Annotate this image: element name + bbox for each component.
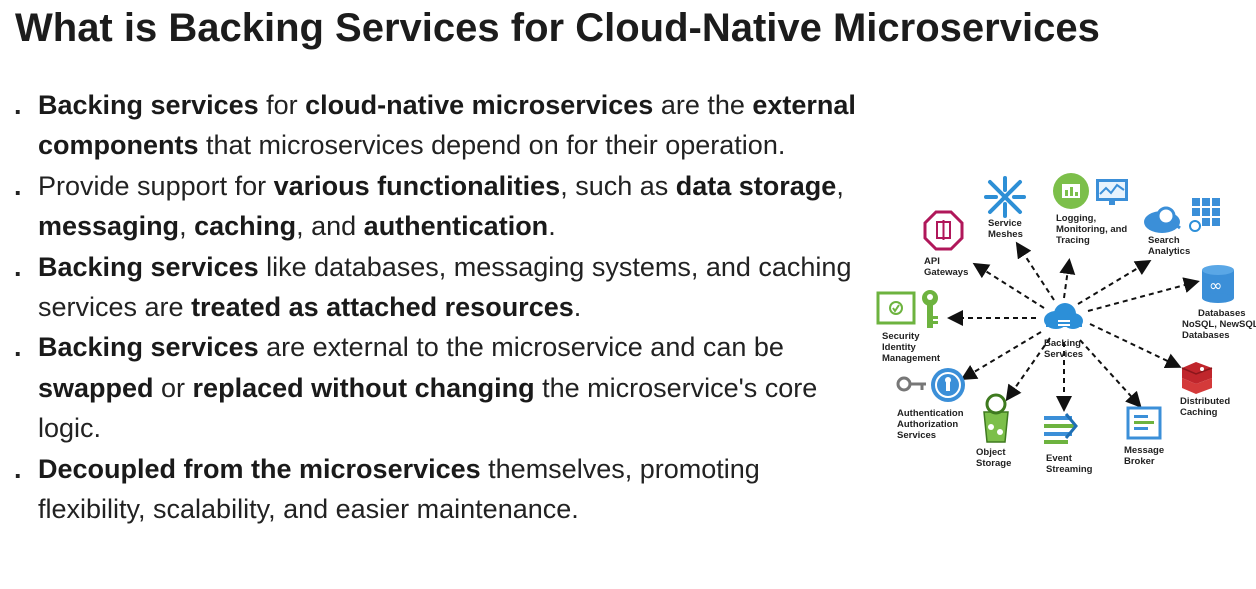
identity-icon <box>876 290 938 328</box>
arrow-broker <box>1079 339 1142 408</box>
connector-arrows <box>947 241 1200 412</box>
api-gateway-icon <box>923 210 964 251</box>
text-run: . <box>548 211 556 242</box>
text-run: like databases, messaging systems, and c… <box>38 251 852 323</box>
bold-phrase: Backing services <box>38 332 259 363</box>
bold-phrase: external components <box>38 90 856 161</box>
text-run: themselves, promoting flexibility, scala… <box>38 453 760 525</box>
cache-icon <box>1181 362 1213 394</box>
bold-phrase: data storage <box>675 170 837 201</box>
service-mesh-icon <box>984 176 1026 218</box>
event-streaming-icon <box>1044 413 1078 444</box>
arrow-service-meshes <box>1015 241 1055 301</box>
bullet-item: . Backing services like databases, messag… <box>14 247 864 328</box>
text-run: , such as <box>560 170 676 201</box>
text-run: are the <box>653 90 753 120</box>
bullet-item: . Backing services for cloud-native micro… <box>14 85 864 166</box>
text-run: that microservices depend on for their o… <box>198 130 786 161</box>
arrow-databases <box>1087 277 1200 312</box>
bold-phrase: Decoupled from the microservices <box>38 453 481 484</box>
text-run: or <box>153 372 193 403</box>
bold-phrase: swapped <box>38 372 154 403</box>
bullet-dot: . <box>14 90 22 120</box>
bullet-item: . Provide support for various functionali… <box>14 166 864 247</box>
bullet-item: . Decoupled from the microservices themse… <box>14 449 864 530</box>
text-run: , and <box>296 211 364 242</box>
arrow-auth <box>960 331 1042 381</box>
arrow-logging <box>1059 258 1076 299</box>
message-broker-icon <box>1126 406 1162 440</box>
text-run: for <box>258 90 306 120</box>
auth-icon <box>896 368 965 402</box>
arrow-search <box>1077 259 1152 305</box>
text-run: Provide support for <box>38 170 274 201</box>
text-run: the microservice's core logic. <box>38 372 818 444</box>
bullet-list: . Backing services for cloud-native micro… <box>14 85 864 529</box>
arrow-caching <box>1089 323 1182 369</box>
page-title: What is Backing Services for Cloud-Nativ… <box>15 6 1100 50</box>
bold-phrase: replaced without changing <box>192 372 535 403</box>
text-run: , <box>836 170 844 201</box>
arrow-storage <box>1005 337 1051 402</box>
text-run: . <box>573 292 582 323</box>
bullet-dot: . <box>14 251 22 282</box>
bullet-dot: . <box>14 453 22 484</box>
bold-phrase: cloud-native microservices <box>305 90 654 120</box>
bold-phrase: Backing services <box>38 251 259 282</box>
monitoring-icon <box>1053 173 1128 209</box>
bold-phrase: treated as attached resources <box>191 292 574 323</box>
search-analytics-icon <box>1144 198 1220 233</box>
bullet-item: . Backing services are external to the mi… <box>14 327 864 448</box>
bold-phrase: messaging <box>38 211 180 242</box>
text-run: , <box>179 211 195 242</box>
cloud-icon <box>1044 303 1083 329</box>
bold-phrase: authentication <box>363 211 549 242</box>
bullet-dot: . <box>14 332 22 363</box>
text-run: are external to the microservice and can… <box>258 332 784 363</box>
bullet-dot: . <box>14 170 22 201</box>
database-icon: ∞ <box>1202 265 1234 303</box>
bold-phrase: various functionalities <box>273 170 561 201</box>
svg-text:∞: ∞ <box>1209 276 1222 295</box>
arrow-api-gateways <box>972 262 1045 309</box>
object-storage-icon <box>983 393 1009 443</box>
bold-phrase: caching <box>194 211 297 242</box>
bold-phrase: Backing services <box>38 90 259 120</box>
